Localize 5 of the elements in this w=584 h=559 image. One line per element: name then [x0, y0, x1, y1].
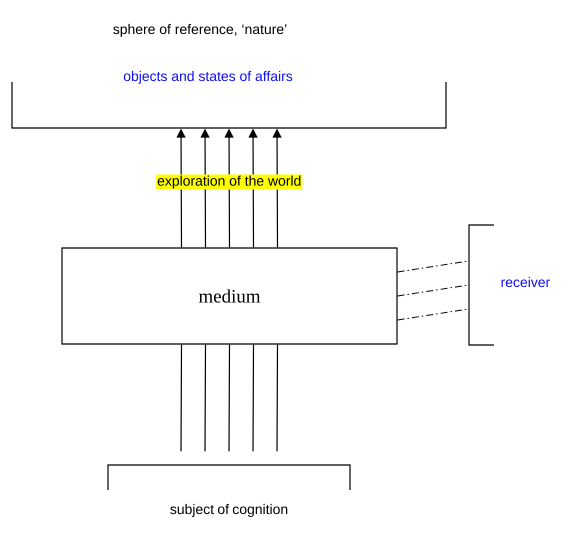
reference-bracket: sphere of reference, ‘nature’ objects and states of affairs — [11, 24, 447, 129]
subject-bracket: subject of cognition — [107, 464, 351, 517]
edge-label: exploration of the world — [158, 176, 300, 189]
medium-box: medium — [61, 247, 398, 345]
receiver-bracket: receiver — [468, 224, 550, 346]
